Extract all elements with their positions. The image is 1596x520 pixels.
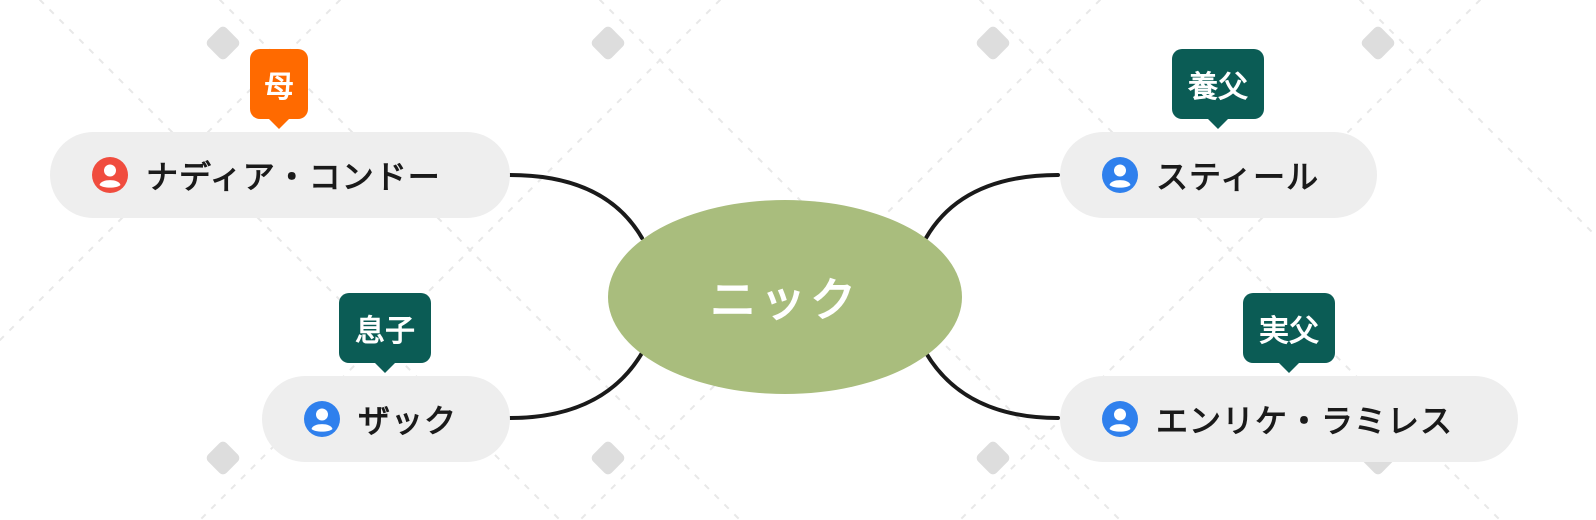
person-icon: [1102, 401, 1138, 437]
topic-father[interactable]: エンリケ・ラミレス: [1060, 376, 1518, 462]
topic-son-label: ザック: [358, 402, 458, 440]
connector-adoptive-father: [924, 173, 1060, 240]
connector-mother: [508, 173, 644, 240]
relation-tag-mother: 母: [250, 49, 308, 129]
topic-father-label: エンリケ・ラミレス: [1156, 402, 1454, 440]
topic-adoptive-father[interactable]: スティール: [1060, 132, 1377, 218]
relation-tag-adoptive-father-label: 養父: [1188, 70, 1248, 105]
connector-son: [508, 351, 644, 420]
relation-tag-father: 実父: [1243, 293, 1335, 373]
person-icon: [92, 157, 128, 193]
topic-mother[interactable]: ナディア・コンドー: [50, 132, 510, 218]
relation-tag-son: 息子: [339, 293, 431, 373]
topic-mother-label: ナディア・コンドー: [146, 158, 441, 196]
person-icon: [304, 401, 340, 437]
relation-tag-son-label: 息子: [355, 314, 415, 349]
person-icon: [1102, 157, 1138, 193]
relation-tag-father-label: 実父: [1259, 314, 1319, 349]
central-topic[interactable]: [608, 200, 962, 394]
connector-father: [924, 351, 1060, 420]
central-topic-label: ニック: [710, 273, 860, 327]
topic-son[interactable]: ザック: [262, 376, 510, 462]
relation-tag-adoptive-father: 養父: [1172, 49, 1264, 129]
relation-tag-mother-label: 母: [264, 70, 294, 105]
topic-adoptive-father-label: スティール: [1156, 158, 1320, 196]
